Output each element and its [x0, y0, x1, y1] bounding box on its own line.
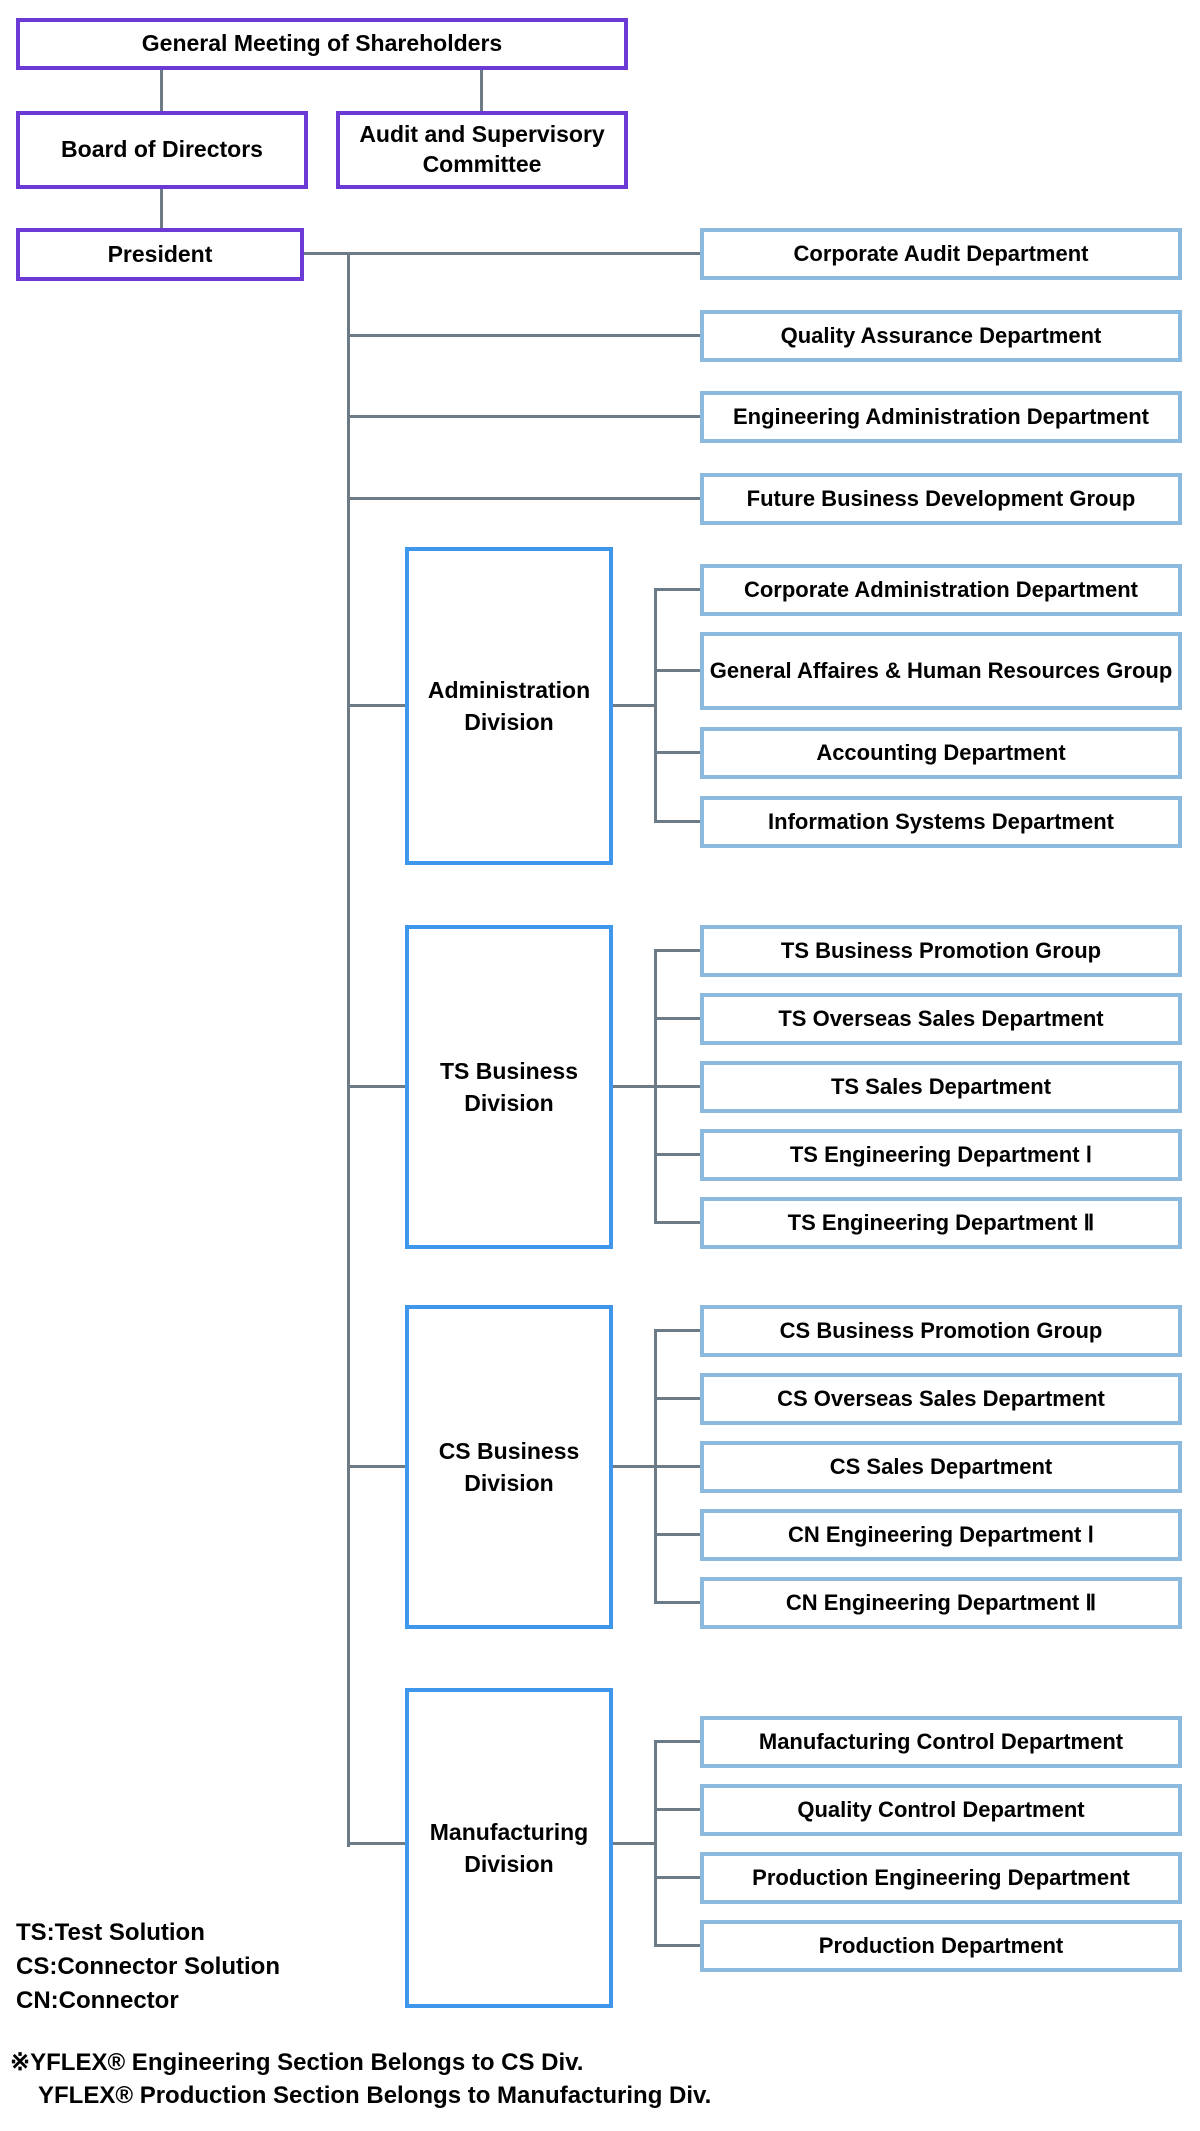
- node-cs-overseas-sales-department: CS Overseas Sales Department: [700, 1373, 1182, 1425]
- node-audit-and-supervisory-committee: Audit and Supervisory Committee: [336, 111, 628, 189]
- node-general-affaires-human-resources-group: General Affaires & Human Resources Group: [700, 632, 1182, 710]
- node-administration-division: Administration Division: [405, 547, 613, 865]
- stub-admin-dept-1: [654, 669, 700, 672]
- node-corporate-audit-department: Corporate Audit Department: [700, 228, 1182, 280]
- feeder-administration: [611, 704, 657, 707]
- connector-trunk: [347, 252, 350, 1847]
- stub-admin-dept-3: [654, 820, 700, 823]
- node-cs-business-division: CS Business Division: [405, 1305, 613, 1629]
- feeder-cs: [611, 1465, 657, 1468]
- connector-board-president: [160, 189, 163, 228]
- node-ts-sales-department: TS Sales Department: [700, 1061, 1182, 1113]
- stub-ts-dept-1: [654, 1017, 700, 1020]
- node-production-engineering-department: Production Engineering Department: [700, 1852, 1182, 1904]
- connector-shareholders-audit: [480, 70, 483, 111]
- node-manufacturing-control-department: Manufacturing Control Department: [700, 1716, 1182, 1768]
- bus-manufacturing: [654, 1741, 657, 1947]
- node-production-department: Production Department: [700, 1920, 1182, 1972]
- abbreviation-legend: TS:Test Solution CS:Connector Solution C…: [16, 1916, 280, 2018]
- stub-ts-dept-2: [654, 1085, 700, 1088]
- feeder-manufacturing: [611, 1842, 657, 1845]
- node-ts-business-division: TS Business Division: [405, 925, 613, 1249]
- stub-cs-dept-0: [654, 1329, 700, 1332]
- connector-stub-manufacturing-division: [347, 1842, 405, 1845]
- connector-shareholders-board: [160, 70, 163, 111]
- node-ts-engineering-department-1: TS Engineering Department Ⅰ: [700, 1129, 1182, 1181]
- stub-cs-dept-2: [654, 1465, 700, 1468]
- node-cs-sales-department: CS Sales Department: [700, 1441, 1182, 1493]
- connector-stub-ts-division: [347, 1085, 405, 1088]
- bus-administration: [654, 589, 657, 823]
- legend-cn: CN:Connector: [16, 1987, 179, 2014]
- legend-cs: CS:Connector Solution: [16, 1953, 280, 1980]
- connector-stub-quality-assurance: [347, 334, 700, 337]
- node-ts-engineering-department-2: TS Engineering Department Ⅱ: [700, 1197, 1182, 1249]
- node-general-meeting-of-shareholders: General Meeting of Shareholders: [16, 18, 628, 70]
- stub-ts-dept-4: [654, 1221, 700, 1224]
- node-future-business-development-group: Future Business Development Group: [700, 473, 1182, 525]
- stub-ts-dept-3: [654, 1153, 700, 1156]
- stub-mfg-dept-2: [654, 1876, 700, 1879]
- stub-mfg-dept-0: [654, 1740, 700, 1743]
- node-information-systems-department: Information Systems Department: [700, 796, 1182, 848]
- stub-admin-dept-0: [654, 588, 700, 591]
- stub-mfg-dept-1: [654, 1808, 700, 1811]
- connector-stub-engineering-administration: [347, 415, 700, 418]
- stub-cs-dept-4: [654, 1601, 700, 1604]
- node-quality-control-department: Quality Control Department: [700, 1784, 1182, 1836]
- node-corporate-administration-department: Corporate Administration Department: [700, 564, 1182, 616]
- stub-mfg-dept-3: [654, 1944, 700, 1947]
- stub-ts-dept-0: [654, 949, 700, 952]
- stub-cs-dept-3: [654, 1533, 700, 1536]
- node-cn-engineering-department-2: CN Engineering Department Ⅱ: [700, 1577, 1182, 1629]
- stub-cs-dept-1: [654, 1397, 700, 1400]
- connector-president-corporate-audit: [304, 252, 700, 255]
- connector-stub-future-business: [347, 497, 700, 500]
- connector-stub-administration-division: [347, 704, 405, 707]
- node-manufacturing-division: Manufacturing Division: [405, 1688, 613, 2008]
- stub-admin-dept-2: [654, 751, 700, 754]
- node-cn-engineering-department-1: CN Engineering Department Ⅰ: [700, 1509, 1182, 1561]
- node-board-of-directors: Board of Directors: [16, 111, 308, 189]
- node-quality-assurance-department: Quality Assurance Department: [700, 310, 1182, 362]
- node-accounting-department: Accounting Department: [700, 727, 1182, 779]
- footnote-yflex-production: YFLEX® Production Section Belongs to Man…: [38, 2082, 712, 2109]
- legend-ts: TS:Test Solution: [16, 1919, 205, 1946]
- node-cs-business-promotion-group: CS Business Promotion Group: [700, 1305, 1182, 1357]
- node-president: President: [16, 228, 304, 281]
- footnote-yflex-engineering: ※YFLEX® Engineering Section Belongs to C…: [10, 2049, 584, 2076]
- node-engineering-administration-department: Engineering Administration Department: [700, 391, 1182, 443]
- node-ts-overseas-sales-department: TS Overseas Sales Department: [700, 993, 1182, 1045]
- node-ts-business-promotion-group: TS Business Promotion Group: [700, 925, 1182, 977]
- feeder-ts: [611, 1085, 657, 1088]
- connector-stub-cs-division: [347, 1465, 405, 1468]
